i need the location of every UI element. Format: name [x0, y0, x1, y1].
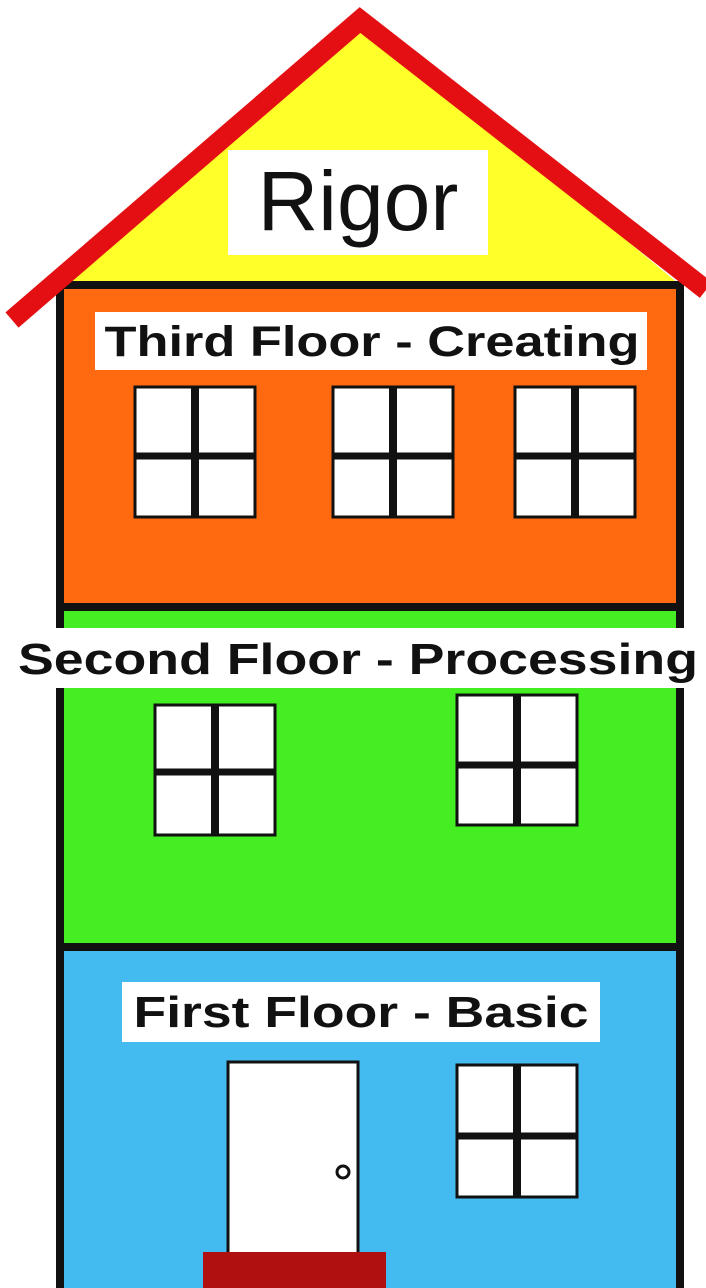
first-floor-label: First Floor - Basic — [134, 988, 589, 1037]
third-floor-label: Third Floor - Creating — [105, 318, 640, 366]
window-icon — [333, 387, 453, 517]
window-icon — [515, 387, 635, 517]
window-icon — [155, 705, 275, 835]
window-icon — [457, 695, 577, 825]
door-step — [203, 1252, 386, 1288]
second-floor-label: Second Floor - Processing — [18, 635, 698, 684]
door-icon — [228, 1062, 358, 1257]
window-icon — [135, 387, 255, 517]
window-icon — [457, 1065, 577, 1197]
rigor-title: Rigor — [258, 154, 459, 248]
